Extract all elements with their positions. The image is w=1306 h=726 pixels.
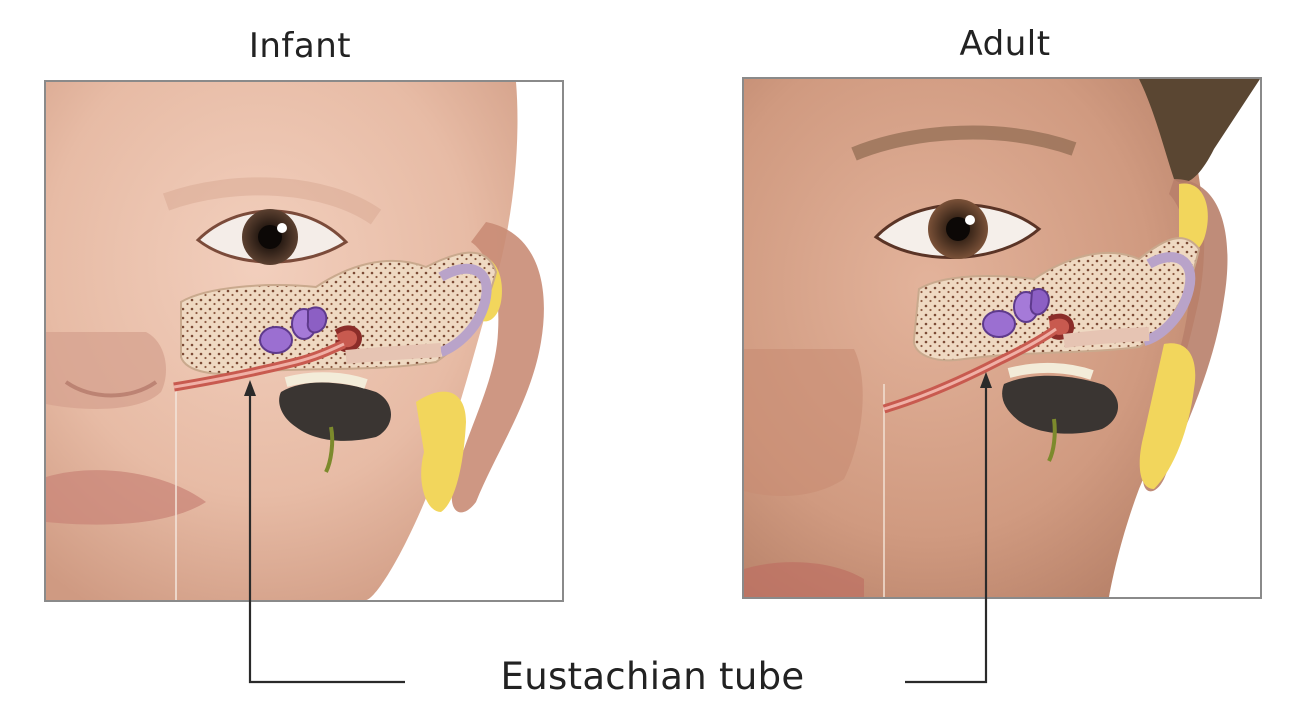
- adult-hair: [1139, 79, 1260, 183]
- panel-title-infant: Infant: [248, 26, 352, 66]
- infant-auricle: [451, 222, 544, 513]
- infant-cartilage: [416, 391, 466, 512]
- infant-illustration-panel: [44, 80, 564, 602]
- adult-illustration-panel: [742, 77, 1262, 599]
- adult-cartilage: [1139, 343, 1196, 489]
- infant-ossicles: [259, 306, 328, 354]
- adult-mouth: [744, 562, 864, 597]
- adult-pharynx: [1002, 375, 1119, 434]
- eustachian-tube-caption: Eustachian tube: [500, 655, 805, 698]
- infant-nose: [46, 332, 166, 409]
- adult-ossicles: [982, 288, 1050, 338]
- adult-eyebrow: [851, 125, 1077, 161]
- infant-ear-illustration: [46, 82, 544, 600]
- adult-ear-illustration: [744, 79, 1260, 597]
- adult-nose: [744, 349, 863, 496]
- panel-title-adult: Adult: [959, 24, 1051, 64]
- infant-mouth: [46, 470, 206, 525]
